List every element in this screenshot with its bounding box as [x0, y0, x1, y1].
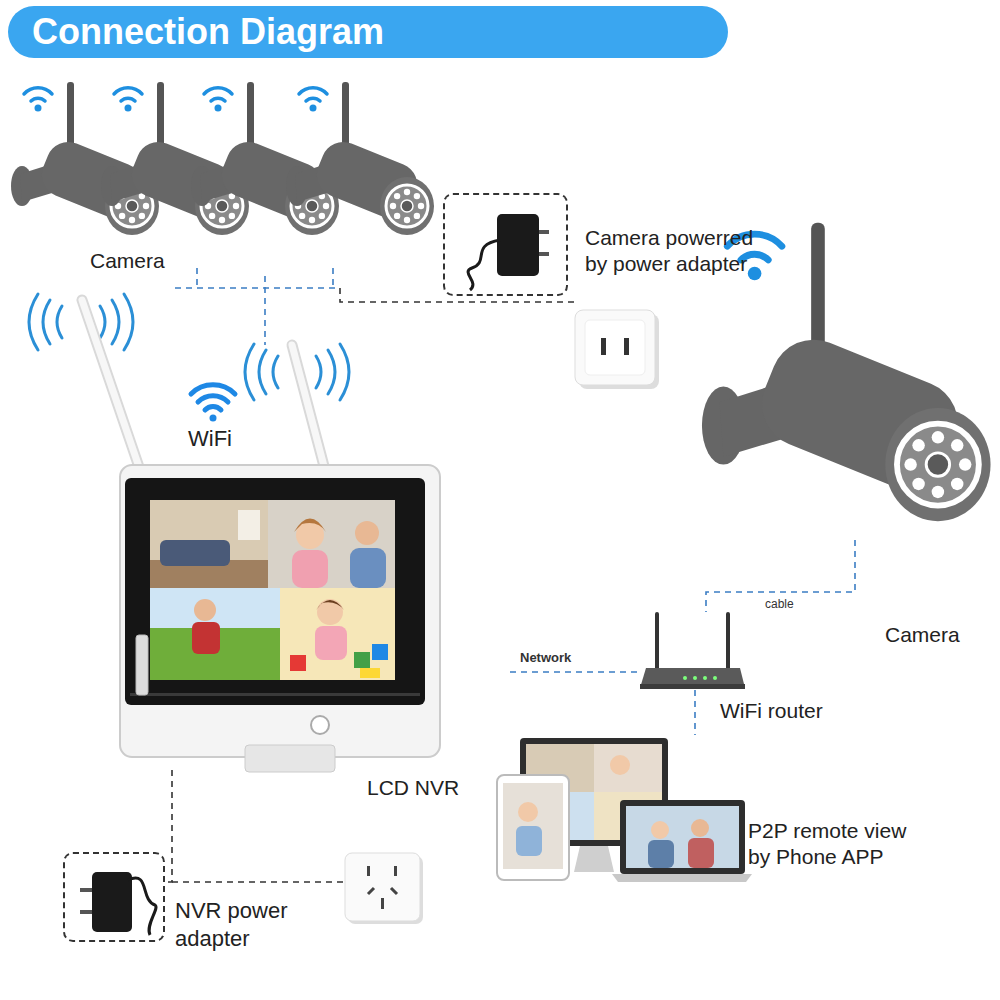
node-label: NVR power adapter [175, 897, 315, 952]
dashed-connector [706, 540, 855, 612]
node-label: Camera [90, 248, 165, 274]
router-unit: WiFi router [640, 612, 745, 690]
nvr-unit: LCD NVR [120, 345, 440, 770]
power-adapter [468, 214, 549, 290]
camera-group: Camera [10, 78, 432, 276]
camera-unit: Camera [700, 215, 990, 540]
node-label: Camera powerred by power adapter [585, 225, 765, 278]
title-bar: Connection Diagram [8, 6, 728, 58]
camera-illustrations [11, 82, 434, 235]
wifi-icon [191, 385, 235, 422]
device-illustrations [497, 738, 752, 882]
network-label: Network [520, 650, 571, 666]
adapter-box: NVR power adapter [63, 852, 165, 942]
title-text: Connection Diagram [8, 6, 728, 58]
wifi-label: WiFi [188, 426, 232, 452]
wall-outlet [345, 853, 423, 924]
device-group: P2P remote view by Phone APP [495, 735, 748, 882]
node-label: WiFi router [720, 698, 823, 724]
nvr-illustration [82, 300, 440, 772]
node-label: Camera [885, 622, 960, 648]
adapter-box: Camera powerred by power adapter [443, 193, 568, 296]
power-adapter [80, 872, 156, 935]
node-label: LCD NVR [367, 775, 459, 801]
dashed-connector [694, 690, 696, 735]
dashed-connector [165, 770, 172, 882]
dashed-connector [264, 276, 266, 345]
node-label: P2P remote view by Phone APP [748, 818, 923, 871]
wall-outlet [575, 310, 659, 389]
router-illustration [640, 612, 745, 689]
edge-label: cable [763, 597, 796, 611]
